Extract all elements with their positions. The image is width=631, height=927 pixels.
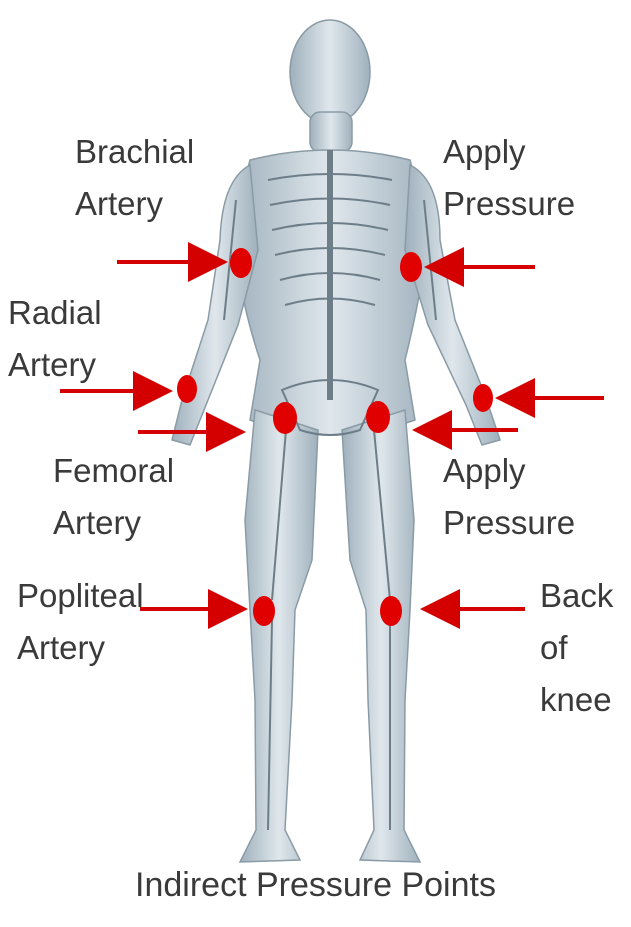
back-of-knee-line-3: knee [540, 674, 613, 726]
brachial-line-2: Artery [75, 178, 194, 230]
brachial-line-1: Brachial [75, 126, 194, 178]
diagram-caption: Indirect Pressure Points [0, 866, 631, 905]
femoral-line-2: Artery [53, 497, 174, 549]
femoral-right-marker [366, 401, 390, 433]
femoral-line-1: Femoral [53, 445, 174, 497]
apply-pressure-upper-label: Apply Pressure [443, 126, 575, 230]
apply-pressure-upper-line-2: Pressure [443, 178, 575, 230]
brachial-artery-label: Brachial Artery [75, 126, 194, 230]
apply-pressure-lower-line-1: Apply [443, 445, 575, 497]
brachial-right-marker [400, 252, 422, 282]
popliteal-artery-label: Popliteal Artery [17, 570, 144, 674]
popliteal-left-marker [253, 596, 275, 626]
popliteal-line-1: Popliteal [17, 570, 144, 622]
brachial-left-marker [230, 248, 252, 278]
radial-artery-label: Radial Artery [8, 287, 102, 391]
apply-pressure-lower-label: Apply Pressure [443, 445, 575, 549]
femoral-artery-label: Femoral Artery [53, 445, 174, 549]
radial-left-marker [177, 375, 197, 403]
popliteal-line-2: Artery [17, 622, 144, 674]
popliteal-right-marker [380, 596, 402, 626]
back-of-knee-line-2: of [540, 622, 613, 674]
back-of-knee-line-1: Back [540, 570, 613, 622]
femoral-left-marker [273, 402, 297, 434]
radial-line-1: Radial [8, 287, 102, 339]
radial-right-marker [473, 384, 493, 412]
apply-pressure-upper-line-1: Apply [443, 126, 575, 178]
radial-line-2: Artery [8, 339, 102, 391]
apply-pressure-lower-line-2: Pressure [443, 497, 575, 549]
back-of-knee-label: Back of knee [540, 570, 613, 726]
